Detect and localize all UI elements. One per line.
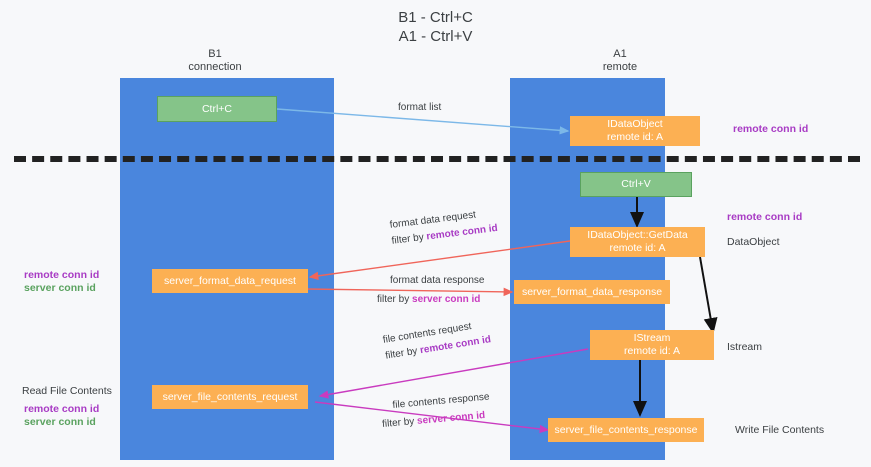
note-right-dataobject: DataObject <box>727 236 780 248</box>
box-server-format-data-response-label: server_format_data_response <box>521 285 663 298</box>
arrow-format-list <box>276 108 570 135</box>
arrow-file-contents-request <box>318 348 589 399</box>
filter-prefix: filter by <box>377 294 413 305</box>
note-left-server-conn-id-2: server conn id <box>24 416 96 428</box>
label-format-data-response-filter: filter by server conn id <box>377 293 485 306</box>
box-server-file-contents-request[interactable]: server_file_contents_request <box>152 385 308 409</box>
box-istream-label: IStream remote id: A <box>623 332 681 357</box>
note-left-read-file-contents: Read File Contents <box>22 385 112 397</box>
label-format-data-response-title: format data response <box>390 275 485 286</box>
box-ctrl-v-label: Ctrl+V <box>621 178 651 190</box>
title-line-2: A1 - Ctrl+V <box>398 28 473 45</box>
box-server-format-data-response[interactable]: server_format_data_response <box>514 280 670 304</box>
dashed-divider <box>14 156 860 162</box>
note-left-remote-conn-id-2: remote conn id <box>24 403 100 415</box>
label-format-data-response: format data response filter by server co… <box>377 274 485 306</box>
box-server-format-data-request-label: server_format_data_request <box>164 274 296 287</box>
arrow-file-contents-response <box>314 401 550 434</box>
title-line-1: B1 - Ctrl+C <box>398 9 473 26</box>
page-title: B1 - Ctrl+C A1 - Ctrl+V <box>0 8 871 46</box>
arrow-format-data-request <box>308 239 578 281</box>
box-istream[interactable]: IStream remote id: A <box>590 330 714 360</box>
filter-value-server-conn-id: server conn id <box>412 294 481 305</box>
box-server-file-contents-request-label: server_file_contents_request <box>162 390 298 403</box>
note-right-istream: Istream <box>727 341 763 353</box>
column-header-b1-role: connection <box>188 61 242 73</box>
note-right-remote-conn-id-top: remote conn id <box>733 123 809 135</box>
note-right-write-file-contents: Write File Contents <box>735 424 825 436</box>
column-header-b1-name: B1 <box>208 48 222 60</box>
column-header-a1-name: A1 <box>613 48 627 60</box>
column-header-b1: B1 connection <box>150 48 280 74</box>
box-server-format-data-request[interactable]: server_format_data_request <box>152 269 308 293</box>
box-ctrl-v[interactable]: Ctrl+V <box>580 172 692 197</box>
box-server-file-contents-response[interactable]: server_file_contents_response <box>548 418 704 442</box>
arrow-format-data-response <box>305 287 514 297</box>
box-idataobject[interactable]: IDataObject remote id: A <box>570 116 700 146</box>
box-ctrl-c-label: Ctrl+C <box>201 102 233 115</box>
box-idataobject-getdata[interactable]: IDataObject::GetData remote id: A <box>570 227 705 257</box>
box-idataobject-label: IDataObject remote id: A <box>606 118 664 143</box>
note-left-remote-conn-id: remote conn id <box>24 269 100 281</box>
filter-prefix: filter by <box>381 415 418 430</box>
box-ctrl-c[interactable]: Ctrl+C <box>157 96 277 122</box>
box-server-file-contents-response-label: server_file_contents_response <box>554 423 698 436</box>
note-right-remote-conn-id-mid: remote conn id <box>727 211 803 223</box>
arrow-getdata-to-istream <box>699 256 718 334</box>
box-idataobject-getdata-label: IDataObject::GetData remote id: A <box>587 229 688 254</box>
column-header-a1-role: remote <box>602 61 638 73</box>
label-format-list: format list <box>398 102 442 113</box>
column-header-a1: A1 remote <box>555 48 685 74</box>
note-left-server-conn-id: server conn id <box>24 282 96 294</box>
